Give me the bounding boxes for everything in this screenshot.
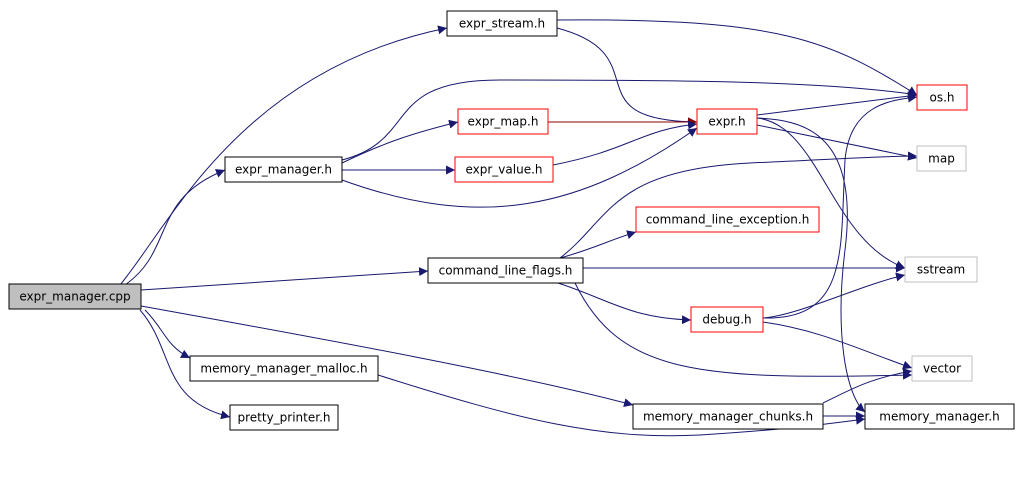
node-label: expr_manager.h bbox=[235, 163, 332, 177]
node-label: expr.h bbox=[708, 115, 745, 129]
edge-debug-to-sstream bbox=[762, 272, 906, 319]
edge-expr-to-memory-manager bbox=[756, 117, 866, 413]
node-sstream[interactable]: sstream bbox=[904, 256, 978, 283]
edge-clf-to-command-line-exception bbox=[559, 230, 637, 259]
node-debug-h[interactable]: debug.h bbox=[690, 306, 764, 333]
edge-clf-to-debug bbox=[557, 282, 692, 325]
edge-expr-stream-to-expr bbox=[556, 27, 698, 127]
node-os-h[interactable]: os.h bbox=[916, 84, 968, 111]
node-label: expr_value.h bbox=[465, 163, 542, 177]
nodes-layer: expr_manager.cpp expr_stream.h expr_mana… bbox=[8, 10, 1015, 431]
node-label: debug.h bbox=[702, 313, 751, 327]
edge-expr-manager-to-os bbox=[341, 79, 918, 161]
edge-memory-manager-chunks-to-vector bbox=[822, 368, 913, 404]
edge-clf-to-map bbox=[559, 151, 918, 259]
node-memory-manager-chunks-h[interactable]: memory_manager_chunks.h bbox=[632, 403, 824, 430]
node-expr-map-h[interactable]: expr_map.h bbox=[457, 108, 549, 135]
node-expr-stream-h[interactable]: expr_stream.h bbox=[446, 10, 558, 37]
edge-expr-to-sstream bbox=[756, 117, 906, 270]
node-label: expr_map.h bbox=[468, 115, 539, 129]
edge-expr-to-map bbox=[756, 124, 918, 161]
node-label: memory_manager_chunks.h bbox=[643, 410, 813, 424]
edge-root-to-memory-manager-malloc bbox=[144, 309, 191, 359]
node-vector[interactable]: vector bbox=[911, 355, 973, 382]
node-label: memory_manager_malloc.h bbox=[200, 362, 367, 376]
node-label: command_line_flags.h bbox=[439, 264, 573, 278]
node-label: os.h bbox=[929, 91, 954, 105]
edge-debug-to-vector bbox=[762, 321, 913, 370]
node-memory-manager-malloc-h[interactable]: memory_manager_malloc.h bbox=[189, 355, 379, 382]
node-label: command_line_exception.h bbox=[646, 213, 810, 227]
node-memory-manager-h[interactable]: memory_manager.h bbox=[864, 403, 1015, 430]
node-label: expr_manager.cpp bbox=[19, 290, 130, 304]
node-command-line-flags-h[interactable]: command_line_flags.h bbox=[427, 257, 584, 284]
edge-root-to-expr-stream bbox=[119, 25, 448, 286]
edge-expr-manager-to-expr-map bbox=[341, 119, 459, 164]
node-command-line-exception-h[interactable]: command_line_exception.h bbox=[635, 206, 820, 233]
node-expr-manager-h[interactable]: expr_manager.h bbox=[224, 156, 343, 183]
node-label: pretty_printer.h bbox=[237, 411, 330, 425]
node-label: map bbox=[928, 152, 955, 166]
node-label: expr_stream.h bbox=[459, 17, 545, 31]
edge-expr-value-to-expr bbox=[552, 120, 698, 166]
node-expr-value-h[interactable]: expr_value.h bbox=[454, 156, 554, 183]
node-pretty-printer-h[interactable]: pretty_printer.h bbox=[229, 404, 339, 431]
node-expr-manager-cpp[interactable]: expr_manager.cpp bbox=[8, 283, 142, 310]
node-label: vector bbox=[923, 362, 961, 376]
edge-root-to-pretty-printer bbox=[139, 309, 231, 420]
edge-expr-stream-to-os bbox=[556, 19, 918, 96]
node-label: memory_manager.h bbox=[879, 410, 999, 424]
edges-layer bbox=[119, 19, 918, 437]
edge-expr-to-os bbox=[756, 91, 918, 116]
edge-expr-manager-to-expr bbox=[341, 127, 698, 208]
node-expr-h[interactable]: expr.h bbox=[696, 108, 758, 135]
edge-root-to-expr-manager bbox=[124, 169, 226, 286]
edge-root-to-memory-manager-chunks bbox=[140, 305, 634, 408]
node-label: sstream bbox=[917, 263, 965, 277]
node-map[interactable]: map bbox=[916, 145, 967, 172]
edge-clf-to-vector bbox=[574, 282, 913, 380]
edge-root-to-command-line-flags bbox=[140, 267, 429, 291]
